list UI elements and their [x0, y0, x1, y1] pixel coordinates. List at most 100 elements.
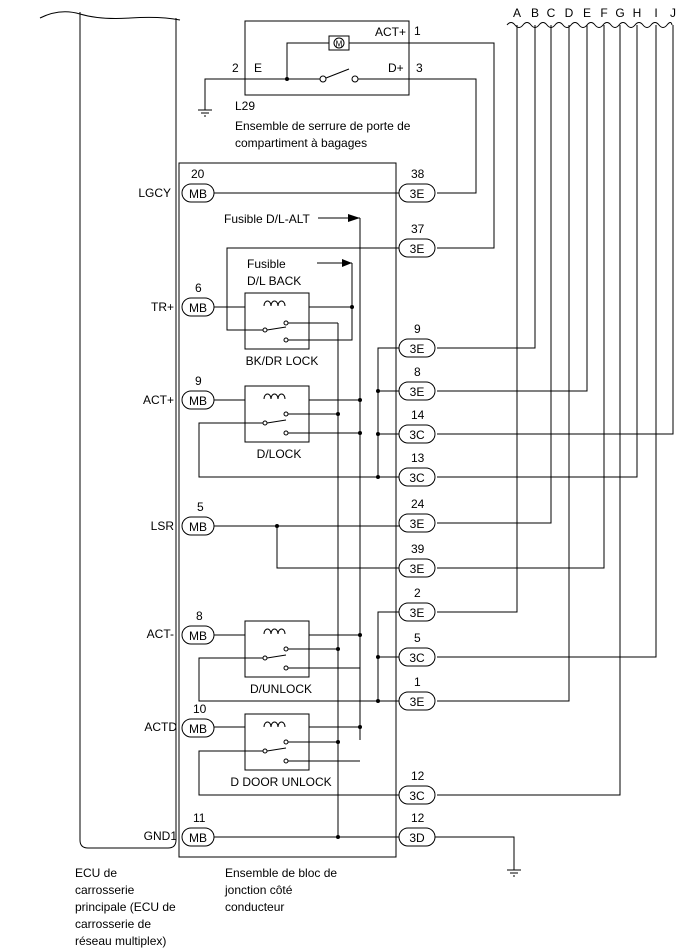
bus-letter-i: I: [654, 6, 657, 20]
bus-letter-f: F: [600, 6, 607, 20]
jb-pin-num: 9: [414, 322, 421, 336]
ecu-pin-label: ACTD: [144, 720, 177, 734]
jb-pin-num: 8: [414, 365, 421, 379]
relay-label: D DOOR UNLOCK: [230, 775, 331, 789]
mb-connector-label: MB: [189, 722, 207, 736]
mb-connector-label: MB: [189, 187, 207, 201]
ecu-pin-label: ACT+: [143, 393, 174, 407]
jb-caption-line: Ensemble de bloc de: [225, 866, 337, 880]
motor-letter: M: [336, 40, 343, 49]
relay-label: D/UNLOCK: [250, 682, 312, 696]
coil-icon: [263, 721, 286, 728]
bus-wires: [437, 25, 674, 796]
jb-pin-num: 1: [414, 675, 421, 689]
bus-letter-h: H: [633, 6, 642, 20]
jb-connector-label: 3E: [410, 517, 425, 531]
relay-bk-dr-lock: BK/DR LOCK: [244, 292, 319, 368]
lock-code: L29: [235, 99, 255, 113]
mb-connector-label: MB: [189, 394, 207, 408]
fuse-dl-back-label-1: Fusible: [247, 257, 286, 271]
ecu-pin-label: LSR: [151, 519, 175, 533]
jb-connector-label: 3C: [409, 651, 425, 665]
jb-pin-num: 37: [411, 222, 425, 236]
ecu-pin-num: 5: [197, 500, 204, 514]
junction-block-box: [178, 162, 397, 858]
jb-caption: Ensemble de bloc de jonction côté conduc…: [224, 866, 337, 914]
ecu-pin-label: LGCY: [138, 186, 171, 200]
lock-e-label: E: [254, 61, 262, 75]
ecu-pin-num: 9: [195, 374, 202, 388]
jb-connectors: 38 3E 37 3E 9 3E 8 3E 14 3C 13 3C 24 3E …: [398, 167, 436, 847]
lock-d-label: D+: [388, 61, 404, 75]
jb-pin-num: 12: [411, 769, 425, 783]
coil-icon: [263, 393, 286, 400]
ecu-pin-num: 20: [191, 167, 205, 181]
mb-connector-label: MB: [189, 520, 207, 534]
lock-act-pin: 1: [414, 24, 421, 38]
fuse-dl-back-label-2: D/L BACK: [247, 274, 301, 288]
ecu-pin-num: 11: [193, 811, 206, 825]
jb-caption-line: jonction côté: [224, 883, 293, 897]
jb-pin-num: 12: [411, 811, 425, 825]
ecu-pin-num: 10: [193, 702, 207, 716]
coil-icon: [263, 300, 286, 307]
ground-icon: [198, 109, 212, 117]
jb-connector-label: 3E: [410, 385, 425, 399]
jb-pin-num: 5: [414, 631, 421, 645]
ecu-caption-line: ECU de: [75, 866, 117, 880]
jb-connector-label: 3E: [410, 606, 425, 620]
ecu-pin-label: ACT-: [147, 627, 174, 641]
jb-connector-label: 3E: [410, 342, 425, 356]
jb-connector-label: 3E: [410, 187, 425, 201]
jb-connector-label: 3C: [409, 471, 425, 485]
jb-connector: [398, 513, 436, 533]
bus-letters: A B C D E F G H I J: [513, 6, 676, 20]
ecu-body: [39, 11, 181, 849]
relay-d-lock: D/LOCK: [244, 385, 310, 461]
jb-connector-label: 3E: [410, 562, 425, 576]
jb-caption-line: conducteur: [225, 900, 284, 914]
lock-switch: [325, 68, 350, 79]
jb-pin-num: 13: [411, 451, 425, 465]
jb-connector-label: 3C: [409, 428, 425, 442]
mb-connector-label: MB: [189, 301, 207, 315]
ecu-caption: ECU de carrosserie principale (ECU de ca…: [75, 866, 176, 948]
bus-letter-b: B: [531, 6, 539, 20]
bus-letter-j: J: [670, 6, 676, 20]
coil-icon: [263, 628, 286, 635]
relay-label: D/LOCK: [257, 447, 302, 461]
relay-d-unlock: D/UNLOCK: [244, 620, 312, 696]
fuse-dl-alt-label: Fusible D/L-ALT: [224, 212, 310, 226]
lock-name-2: compartiment à bagages: [235, 136, 367, 150]
lock-act-label: ACT+: [375, 25, 406, 39]
ecu-pin-label: TR+: [151, 300, 174, 314]
jb-connector-label: 3D: [409, 831, 425, 845]
bus-letter-c: C: [547, 6, 556, 20]
ecu-caption-line: réseau multiplex): [75, 934, 166, 948]
mb-connector-label: MB: [189, 629, 207, 643]
ecu-caption-line: principale (ECU de: [75, 900, 176, 914]
jb-pin-num: 2: [414, 586, 421, 600]
ground-icon: [507, 869, 521, 877]
jb-pin-num: 39: [411, 542, 425, 556]
lock-e-pin: 2: [232, 61, 239, 75]
ecu-connectors: 20 MB 6 MB 9 MB 5 MB 8 MB 10 MB 11 MB: [181, 167, 215, 847]
mb-connector: [181, 718, 215, 738]
relay-label: BK/DR LOCK: [246, 354, 319, 368]
jb-pin-num: 14: [411, 408, 425, 422]
bus-letter-e: E: [583, 6, 591, 20]
trunk-lock-assembly: M ACT+ 1 E 2 D+ 3 L29 Ensemble de serrur…: [198, 20, 423, 150]
bus-letter-d: D: [565, 6, 574, 20]
fuse-labels: Fusible D/L-ALT Fusible D/L BACK: [224, 212, 360, 288]
ecu-pin-num: 8: [196, 609, 203, 623]
ecu-pin-labels: LGCY TR+ ACT+ LSR ACT- ACTD GND1: [138, 186, 177, 843]
bus-break-line: [506, 22, 673, 28]
jb-pin-num: 24: [411, 497, 425, 511]
lock-d-pin: 3: [416, 61, 423, 75]
mb-connector-label: MB: [189, 831, 207, 845]
ecu-caption-line: carrosserie: [75, 883, 135, 897]
jb-connector-label: 3E: [410, 695, 425, 709]
jb-connector-label: 3E: [410, 242, 425, 256]
lock-name-1: Ensemble de serrure de porte de: [235, 119, 411, 133]
